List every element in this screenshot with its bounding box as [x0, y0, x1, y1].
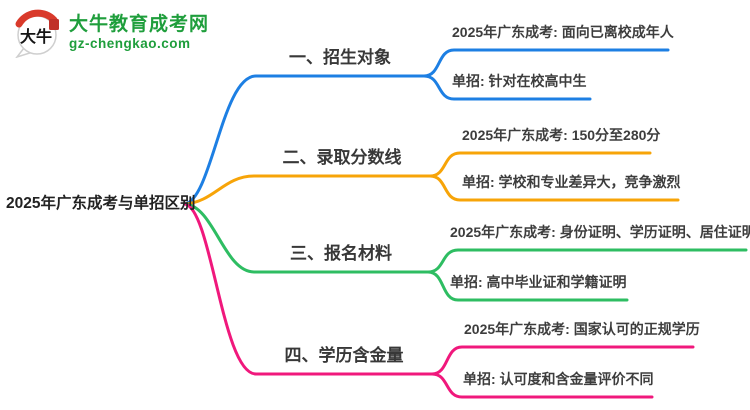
- logo-title: 大牛教育成考网: [69, 14, 210, 35]
- branch-4-leaf-1-line: [430, 345, 695, 376]
- branch-1-leaf-2-label: 单招: 针对在校高中生: [452, 73, 587, 89]
- logo-subtitle: gz-chengkao.com: [69, 36, 191, 51]
- logo-text-block: 大牛教育成考网 gz-chengkao.com: [69, 6, 209, 52]
- site-logo: 大牛 大牛教育成考网 gz-chengkao.com: [12, 6, 209, 58]
- branch-3-leaf-2-label: 单招: 高中毕业证和学籍证明: [450, 274, 627, 290]
- branch-3-leaf-1-label: 2025年广东成考: 身份证明、学历证明、居住证明: [450, 224, 750, 240]
- branch-3-leaf-1-line: [426, 248, 748, 274]
- daniu-speech-bubble-icon: 大牛: [15, 9, 59, 58]
- branch-2-leaf-1-label: 2025年广东成考: 150分至280分: [462, 127, 661, 143]
- branch-4-leaf-2-line: [430, 372, 654, 399]
- branch-3-trunk-line: [183, 202, 430, 274]
- branch-4-leaf-1-label: 2025年广东成考: 国家认可的正规学历: [464, 321, 700, 337]
- branch-2-leaf-2-line: [428, 174, 680, 202]
- branch-4-trunk-line: [183, 202, 434, 376]
- branch-1-leaf-2-line: [422, 74, 592, 101]
- root-topic: 2025年广东成考与单招区别: [6, 195, 196, 212]
- branch-1-leaf-1-line: [422, 48, 670, 78]
- branch-2-leaf-2-label: 单招: 学校和专业差异大，竞争激烈: [462, 174, 681, 190]
- branch-1-trunk-line: [183, 74, 426, 206]
- logo-red-seal: [49, 19, 59, 30]
- branch-1-label: 一、招生对象: [289, 48, 391, 67]
- branch-3-leaf-2-line: [426, 270, 629, 302]
- branch-3-label: 三、报名材料: [290, 244, 392, 263]
- branch-4-label: 四、学历含金量: [284, 346, 404, 365]
- branch-2-trunk-line: [183, 174, 432, 206]
- logo-red-arc: [15, 9, 58, 28]
- branch-2-label: 二、录取分数线: [282, 148, 402, 167]
- branch-1-leaf-1-label: 2025年广东成考: 面向已离校成年人: [452, 24, 674, 40]
- logo-icon-text: 大牛: [20, 27, 52, 46]
- branch-4-leaf-2-label: 单招: 认可度和含金量评价不同: [463, 371, 654, 387]
